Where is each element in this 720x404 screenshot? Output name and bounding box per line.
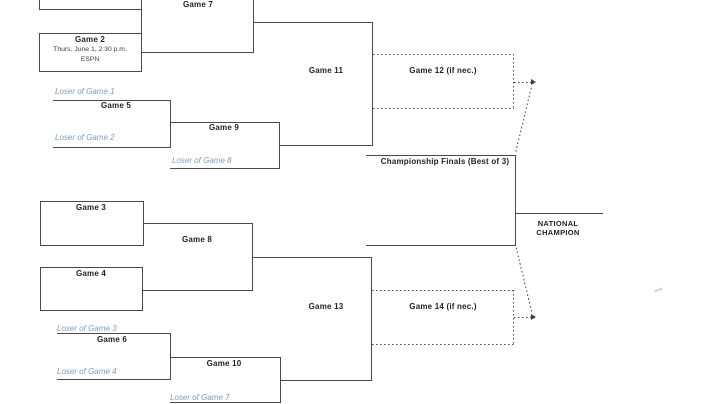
game-8-winner-line (252, 257, 372, 259)
finals-top-line (366, 155, 516, 157)
game-11-right-line (372, 22, 374, 146)
stray-mark (653, 287, 664, 293)
game-7-label: Game 7 (182, 0, 214, 9)
game-5-label: Game 5 (100, 101, 132, 110)
champion-line (515, 213, 603, 215)
finals-bottom-line (366, 245, 516, 247)
game-8-label: Game 8 (181, 235, 213, 244)
game-13-bottom-line (280, 380, 372, 382)
game-9-top-line (170, 122, 280, 124)
game-6-top-feeder-label: Loser of Game 3 (57, 324, 117, 333)
game-1-box (39, 0, 142, 10)
game-14-finals-diagonal-line (515, 247, 533, 314)
game-8-bottom-line (142, 290, 253, 292)
game-4-label: Game 4 (75, 269, 107, 278)
game-6-bottom-line (57, 379, 171, 381)
game-2-network: ESPN (80, 56, 100, 63)
game-5-right-line (170, 100, 172, 148)
game-6-bottom-feeder-label: Loser of Game 4 (57, 367, 117, 376)
game-12-top-line (373, 54, 514, 56)
game-9-bottom-line (170, 168, 280, 170)
game-10-top-line (170, 357, 281, 359)
game-5-bottom-line (53, 147, 171, 149)
game-10-bottom-line (170, 402, 281, 404)
game-11-bottom-line (279, 145, 373, 147)
finals-right-line (515, 155, 517, 246)
game-12-right-line (513, 54, 515, 109)
game-9-bottom-feeder-label: Loser of Game 8 (172, 156, 232, 165)
advance-arrow-icon (531, 79, 536, 85)
national-champion-label: NATIONAL CHAMPION (536, 219, 580, 237)
game-4-box (40, 267, 143, 311)
game-8-top-line (143, 223, 253, 225)
game-6-top-line (57, 333, 171, 335)
game-6-label: Game 6 (96, 335, 128, 344)
game-11-label: Game 11 (308, 66, 344, 75)
game-2-box (39, 33, 142, 72)
game-12-label: Game 12 (if nec.) (409, 66, 477, 75)
game-5-top-line (53, 100, 171, 102)
game-14-label: Game 14 (if nec.) (409, 302, 477, 311)
advance-arrow-icon (531, 314, 536, 320)
game-7-winner-line (253, 22, 373, 24)
game-10-bottom-feeder-label: Loser of Game 7 (170, 393, 230, 402)
game-10-label: Game 10 (206, 359, 242, 368)
game-12-bottom-line (373, 108, 514, 110)
game-2-datetime: Thurs. June 1, 2:30 p.m. (53, 46, 127, 53)
game-12-finals-diagonal-line (515, 85, 533, 152)
game-3-label: Game 3 (75, 203, 107, 212)
game-6-right-line (170, 333, 172, 380)
game-2-label: Game 2 (74, 35, 106, 44)
game-14-right-line (513, 290, 515, 345)
finals-label: Championship Finals (Best of 3) (380, 157, 510, 166)
game-14-top-line (372, 290, 514, 292)
game-13-label: Game 13 (308, 302, 344, 311)
game-12-advance-line (514, 82, 532, 84)
game-13-right-line (371, 257, 373, 381)
game-14-advance-line (514, 317, 532, 319)
game-5-top-feeder-label: Loser of Game 1 (55, 87, 115, 96)
game-5-bottom-feeder-label: Loser of Game 2 (55, 133, 115, 142)
game-14-bottom-line (372, 344, 514, 346)
game-9-label: Game 9 (208, 123, 240, 132)
game-7-box (141, 0, 254, 53)
